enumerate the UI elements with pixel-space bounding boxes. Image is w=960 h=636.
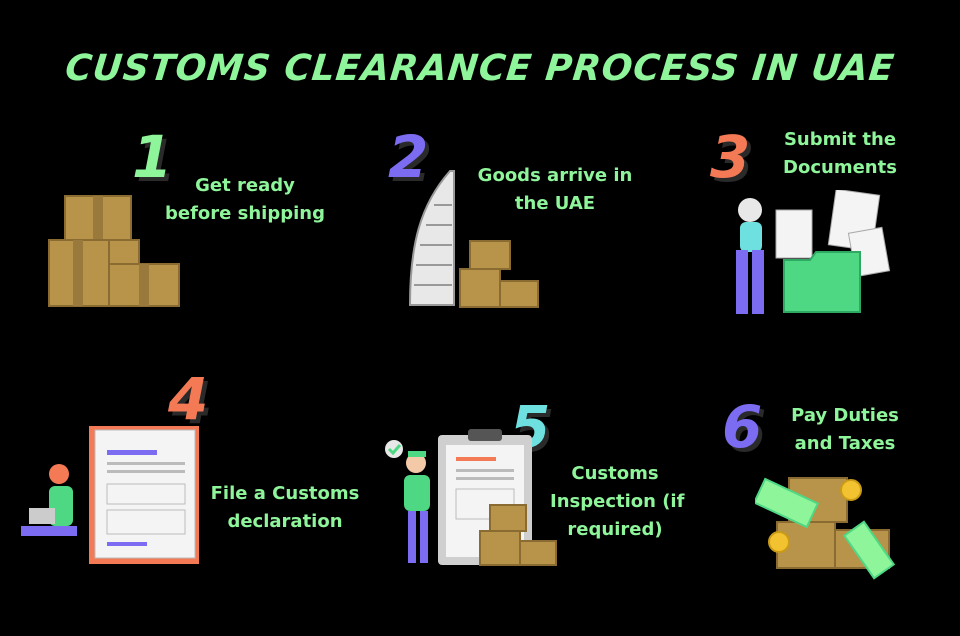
burj-al-arab-icon (408, 170, 455, 306)
box-middle (108, 239, 140, 265)
step-2-text: Goods arrive in the UAE (470, 162, 640, 218)
infographic-title: CUSTOMS CLEARANCE PROCESS IN UAE (63, 48, 897, 89)
boxes-stack (479, 504, 557, 566)
step-4-line-1: File a Customs (210, 483, 360, 504)
step-4-text: File a Customs declaration (205, 480, 365, 536)
step-6-text: Pay Duties and Taxes (780, 402, 910, 458)
step-2-number: 2 (388, 123, 429, 191)
box-top (64, 195, 132, 241)
coin-icon (768, 479, 862, 553)
cardboard-boxes-illustration (48, 195, 180, 307)
step-5-line-2: Inspection (if (550, 491, 685, 512)
customs-declaration-form-illustration (21, 426, 199, 564)
banknote-icon (755, 477, 896, 580)
documents-icon (775, 190, 891, 278)
folder-icon (783, 251, 861, 313)
person-icon (736, 198, 764, 314)
box-bottom-left (48, 239, 110, 307)
step-4-number: 4 (168, 365, 209, 433)
step-5-text: Customs Inspection (if required) (550, 460, 685, 544)
step-5-line-1: Customs (571, 463, 659, 484)
step-3-line-1: Submit the (783, 129, 897, 150)
step-2-line-2: the UAE (514, 193, 596, 214)
step-1-line-1: Get ready (195, 175, 295, 196)
person-submitting-documents-illustration (736, 190, 891, 314)
step-4-line-2: declaration (227, 511, 343, 532)
seated-person-icon (21, 464, 77, 536)
step-3-line-2: Documents (783, 157, 897, 178)
boxes-stack (459, 240, 539, 308)
step-1-text: Get ready before shipping (160, 172, 330, 228)
step-2-line-1: Goods arrive in (477, 165, 633, 186)
customs-inspection-illustration (385, 429, 557, 566)
check-icon (385, 440, 403, 458)
inspector-icon (404, 451, 430, 563)
step-3-text: Submit the Documents (770, 126, 910, 182)
step-6-line-1: Pay Duties (791, 405, 899, 426)
burj-al-arab-with-boxes-illustration (408, 170, 539, 308)
step-1-number: 1 (132, 123, 173, 191)
form-binder-icon (89, 426, 199, 564)
duties-and-taxes-money-illustration (755, 477, 896, 580)
step-3-number: 3 (710, 123, 751, 191)
box-bottom-right (108, 263, 180, 307)
step-1-line-2: before shipping (165, 203, 325, 224)
step-5-line-3: required) (567, 519, 663, 540)
step-6-line-2: and Taxes (794, 433, 896, 454)
step-6-number: 6 (722, 393, 763, 461)
